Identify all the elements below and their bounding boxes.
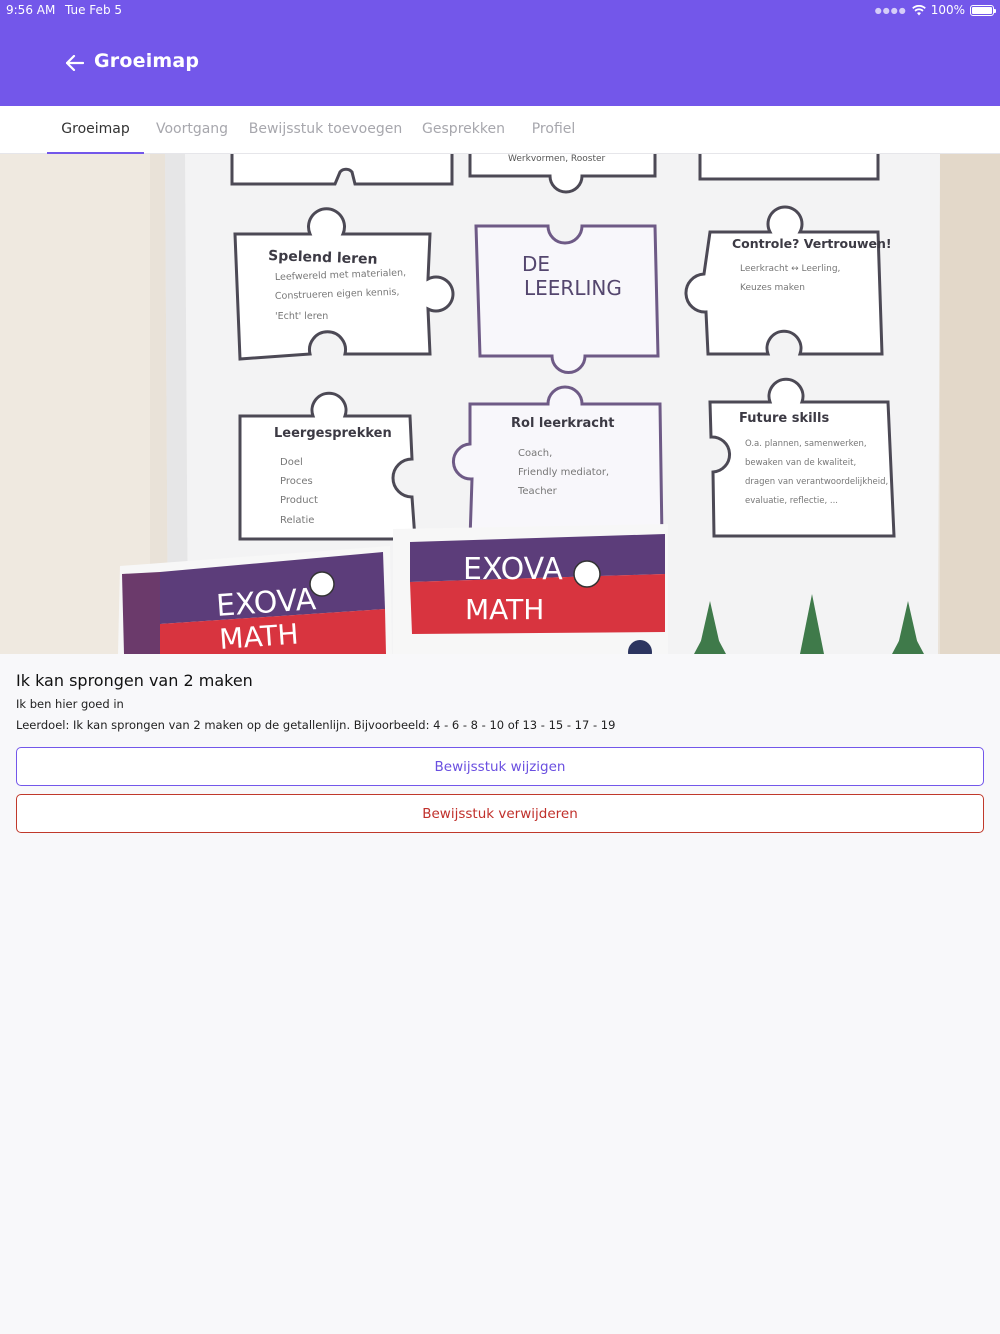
- goal-status: Ik ben hier goed in: [16, 697, 124, 711]
- puzzle-line: bewaken van de kwaliteit,: [745, 458, 856, 468]
- status-bar: 9:56 AM Tue Feb 5 ●●●● 100%: [0, 0, 1000, 20]
- tab-gesprekken[interactable]: Gesprekken: [422, 121, 505, 137]
- evidence-photo-illustration: Werkvormen, Rooster Spelend leren Leefwe…: [0, 154, 1000, 654]
- tab-voortgang[interactable]: Voortgang: [155, 121, 229, 137]
- puzzle-line: dragen van verantwoordelijkheid,: [745, 477, 888, 487]
- puzzle-line: evaluatie, reflectie, ...: [745, 496, 838, 506]
- tab-bewijsstuk-toevoegen[interactable]: Bewijsstuk toevoegen: [248, 121, 403, 137]
- puzzle-line: Construeren eigen kennis,: [275, 287, 400, 302]
- puzzle-line: Leerkracht ↔ Leerling,: [740, 264, 840, 274]
- puzzle-line: Coach,: [518, 448, 552, 459]
- status-time: 9:56 AM: [6, 3, 56, 17]
- battery-icon: [970, 4, 996, 16]
- battery-percentage: 100%: [930, 3, 965, 17]
- tab-groeimap[interactable]: Groeimap: [47, 106, 144, 154]
- signal-icon: ●●●●: [874, 5, 907, 15]
- status-indicators: ●●●● 100%: [874, 3, 996, 17]
- box-right-label-bottom: MATH: [465, 593, 544, 626]
- puzzle-title-de: DE: [522, 252, 550, 276]
- edit-evidence-button[interactable]: Bewijsstuk wijzigen: [16, 747, 984, 786]
- box-right: EXOVA MATH: [393, 524, 668, 654]
- puzzle-line: Doel: [280, 457, 303, 468]
- goal-description: Leerdoel: Ik kan sprongen van 2 maken op…: [16, 718, 616, 732]
- puzzle-line: Leefwereld met materialen,: [275, 267, 407, 283]
- puzzle-line: Proces: [280, 476, 313, 487]
- wifi-icon: [911, 4, 926, 15]
- tab-bar: Groeimap Voortgang Bewijsstuk toevoegen …: [0, 106, 1000, 154]
- delete-evidence-button[interactable]: Bewijsstuk verwijderen: [16, 794, 984, 833]
- puzzle-line: Relatie: [280, 515, 314, 526]
- status-date: Tue Feb 5: [65, 3, 123, 17]
- puzzle-line: 'Echt' leren: [275, 311, 328, 322]
- puzzle-title-leergesprekken: Leergesprekken: [274, 426, 392, 441]
- tab-profiel[interactable]: Profiel: [531, 121, 576, 137]
- box-right-label-top: EXOVA: [463, 552, 563, 587]
- box-left-label-bottom: MATH: [218, 618, 299, 654]
- box-left: EXOVA MATH: [118, 546, 392, 654]
- box-left-label-top: EXOVA: [215, 582, 317, 624]
- goal-title: Ik kan sprongen van 2 maken: [16, 671, 253, 690]
- app-header: 9:56 AM Tue Feb 5 ●●●● 100% Groeimap: [0, 0, 1000, 106]
- evidence-photo: Werkvormen, Rooster Spelend leren Leefwe…: [0, 154, 1000, 654]
- photo-header-fragment: Werkvormen, Rooster: [508, 154, 606, 164]
- puzzle-line: Friendly mediator,: [518, 467, 609, 478]
- arrow-left-icon: [66, 55, 84, 71]
- puzzle-title-future-skills: Future skills: [739, 411, 829, 426]
- page-title: Groeimap: [94, 50, 200, 72]
- puzzle-line: O.a. plannen, samenwerken,: [745, 439, 867, 449]
- puzzle-line: Product: [280, 495, 318, 506]
- puzzle-line: Keuzes maken: [740, 283, 805, 293]
- puzzle-title-controle: Controle? Vertrouwen!: [732, 236, 892, 251]
- back-button[interactable]: [62, 50, 88, 76]
- puzzle-line: Teacher: [517, 486, 558, 497]
- puzzle-title-leerling: LEERLING: [524, 276, 622, 300]
- puzzle-title-spelend-leren: Spelend leren: [268, 248, 378, 268]
- puzzle-title-rol-leerkracht: Rol leerkracht: [511, 416, 614, 431]
